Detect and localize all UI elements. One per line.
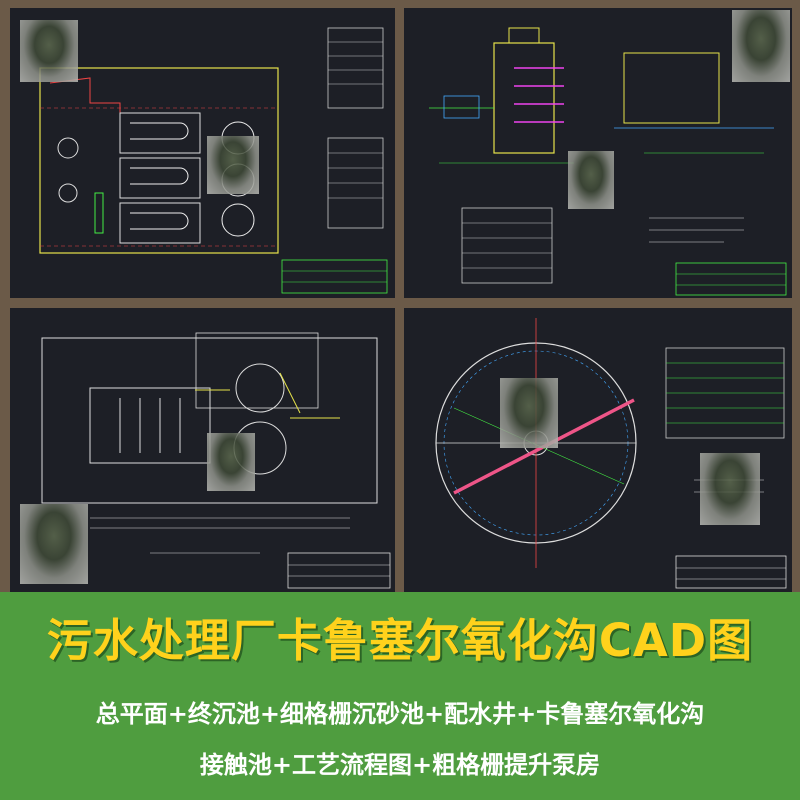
cad-panel-grit-chamber <box>404 8 792 298</box>
promo-banner <box>0 592 800 800</box>
plant-watermark <box>732 10 790 82</box>
banner-title: 污水处理厂卡鲁塞尔氧化沟CAD图 <box>46 614 754 667</box>
plant-watermark <box>20 20 78 82</box>
plant-watermark <box>20 504 88 584</box>
plant-watermark <box>207 433 255 491</box>
plant-watermark <box>700 453 760 525</box>
plant-watermark <box>207 136 259 194</box>
cad-panel-master-plan <box>10 8 395 298</box>
distribution-well-drawing <box>41 332 391 589</box>
plant-watermark <box>568 151 614 209</box>
cad-panel-distribution-well <box>10 308 395 592</box>
circular-clarifier-drawing <box>435 318 787 589</box>
cad-panel-circular-clarifier <box>404 308 792 592</box>
banner-subtitle-line1: 总平面+终沉池+细格栅沉砂池+配水井+卡鲁塞尔氧化沟 <box>95 700 705 728</box>
banner-subtitle-line2: 接触池+工艺流程图+粗格栅提升泵房 <box>199 751 601 779</box>
grit-chamber-drawing <box>429 27 787 296</box>
plant-watermark <box>500 378 558 448</box>
